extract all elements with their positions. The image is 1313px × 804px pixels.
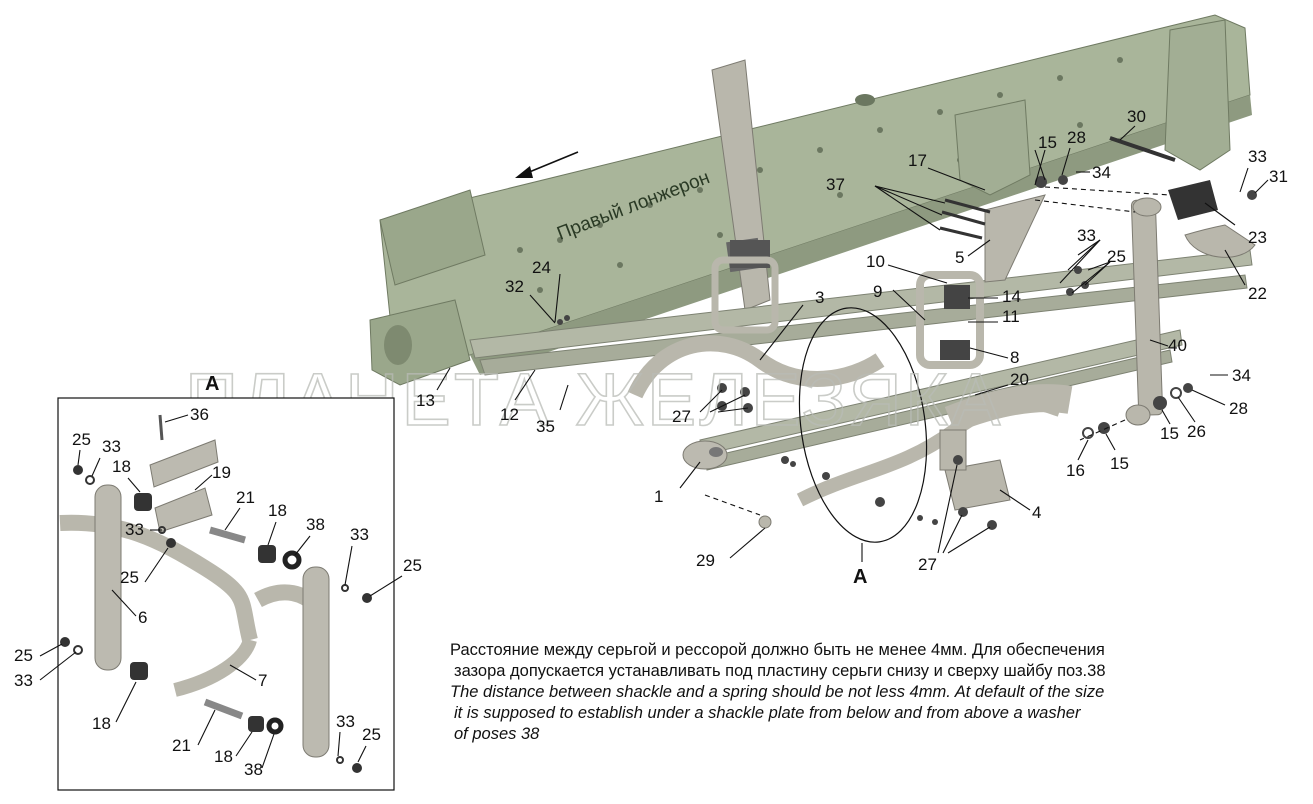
callout-31: 31 (1269, 167, 1288, 186)
callout-27b: 27 (918, 555, 937, 574)
inset-callout-25c: 25 (120, 568, 139, 587)
assembly-lines (1034, 186, 1171, 441)
callout-5: 5 (955, 248, 964, 267)
callout-26: 26 (1187, 422, 1206, 441)
callout-32: 32 (505, 277, 524, 296)
inset-label: A (205, 373, 219, 395)
rubber-pad-23 (1168, 180, 1218, 220)
inset-callout-6: 6 (138, 608, 147, 627)
inset-callout-18c: 18 (92, 714, 111, 733)
inset-callout-19: 19 (212, 463, 231, 482)
callout-12: 12 (500, 405, 519, 424)
note-en-line1: The distance between shackle and a sprin… (450, 683, 1105, 701)
callout-17: 17 (908, 151, 927, 170)
inset-callout-7: 7 (258, 671, 267, 690)
callout-35: 35 (536, 417, 555, 436)
inset-callout-25e: 25 (362, 725, 381, 744)
bolt-29 (704, 494, 772, 529)
callout-29: 29 (696, 551, 715, 570)
callout-4: 4 (1032, 503, 1041, 522)
callout-28b: 28 (1229, 399, 1248, 418)
callout-20: 20 (1010, 370, 1029, 389)
shock-absorber-40 (1125, 197, 1164, 426)
callout-37: 37 (826, 175, 845, 194)
callout-8: 8 (1010, 348, 1019, 367)
callout-40: 40 (1168, 336, 1187, 355)
inset-a: A 25 33 36 18 (14, 373, 422, 791)
callout-9: 9 (873, 282, 882, 301)
callout-24: 24 (532, 258, 551, 277)
inset-callout-33d: 33 (14, 671, 33, 690)
callout-13: 13 (416, 391, 435, 410)
note-ru-line2: зазора допускается устанавливать под пла… (454, 662, 1106, 680)
inset-callout-21a: 21 (236, 488, 255, 507)
detail-circle-a (798, 307, 928, 543)
callout-33a: 33 (1248, 147, 1267, 166)
callout-33b: 33 (1077, 226, 1096, 245)
installation-note: Расстояние между серьгой и рессорой долж… (450, 640, 1270, 745)
callout-27a: 27 (672, 407, 691, 426)
main-callouts: 24 32 13 12 35 1 29 3 27 27 4 20 8 11 14… (416, 107, 1288, 574)
shackle-assembly (711, 240, 984, 369)
callout-22: 22 (1248, 284, 1267, 303)
bolt-30 (1109, 136, 1176, 162)
note-en-line3: of poses 38 (454, 725, 540, 743)
callout-16: 16 (1066, 461, 1085, 480)
bolt-37-set (939, 198, 991, 240)
inset-callout-33c: 33 (125, 520, 144, 539)
note-en-line2: it is supposed to establish under a shac… (454, 704, 1081, 722)
callout-1: 1 (654, 487, 663, 506)
nuts-and-washers (557, 175, 1257, 530)
callout-14: 14 (1002, 287, 1021, 306)
note-ru-line1: Расстояние между серьгой и рессорой долж… (450, 641, 1105, 659)
inset-callout-18a: 18 (112, 457, 131, 476)
inset-callout-38b: 38 (244, 760, 263, 779)
bracket-5 (984, 194, 1046, 283)
callout-30: 30 (1127, 107, 1146, 126)
callout-3: 3 (815, 288, 824, 307)
inset-callout-33a: 33 (102, 437, 121, 456)
callout-34a: 34 (1092, 163, 1111, 182)
callout-25a: 25 (1107, 247, 1126, 266)
inset-callout-33b: 33 (350, 525, 369, 544)
support-22 (1184, 224, 1256, 258)
frame-rail (369, 14, 1252, 386)
callout-23: 23 (1248, 228, 1267, 247)
inset-callout-25d: 25 (14, 646, 33, 665)
inset-callout-18b: 18 (268, 501, 287, 520)
bracket-4 (939, 429, 1011, 511)
callout-28a: 28 (1067, 128, 1086, 147)
spring-eye-1 (682, 440, 728, 470)
inset-callout-25b: 25 (403, 556, 422, 575)
inset-callout-21b: 21 (172, 736, 191, 755)
detail-label: A (853, 566, 867, 588)
callout-34b: 34 (1232, 366, 1251, 385)
callout-15a: 15 (1038, 133, 1057, 152)
callout-15b: 15 (1160, 424, 1179, 443)
inset-callout-18d: 18 (214, 747, 233, 766)
callout-10: 10 (866, 252, 885, 271)
direction-arrow-icon (515, 151, 579, 178)
callout-15c: 15 (1110, 454, 1129, 473)
inset-callout-33e: 33 (336, 712, 355, 731)
callout-11: 11 (1002, 307, 1020, 326)
inset-callout-25a: 25 (72, 430, 91, 449)
inset-callout-36: 36 (190, 405, 209, 424)
inset-callout-38a: 38 (306, 515, 325, 534)
